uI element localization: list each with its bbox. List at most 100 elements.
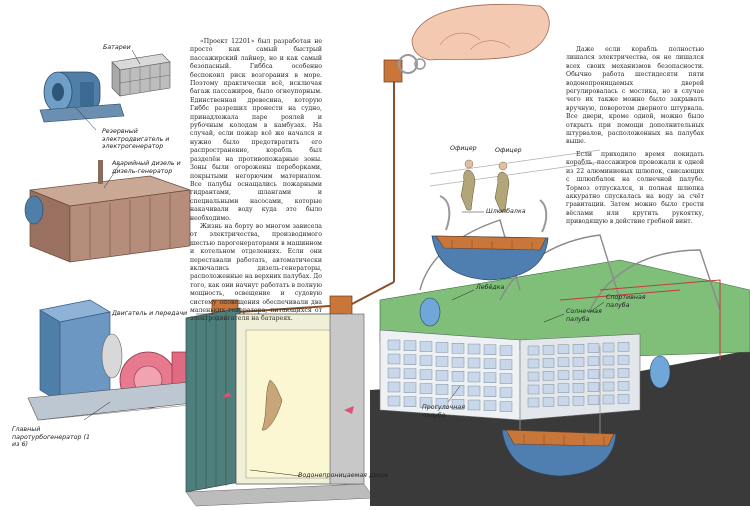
window-pane (557, 344, 570, 354)
window-pane (387, 381, 401, 393)
window-pane (602, 381, 615, 392)
window-pane (387, 353, 401, 365)
label-watertight-door: Водонепроницаемая дверь (298, 472, 389, 479)
red-rope-lines (559, 279, 721, 360)
window-pane (572, 396, 585, 406)
window-pane (435, 356, 449, 367)
window-pane (557, 370, 570, 380)
window-pane (499, 359, 513, 370)
label-leader-lines (75, 49, 605, 477)
col1-paragraph-1: «Проект 12201» был разработан не просто … (190, 38, 322, 222)
col2-paragraph-1: Даже если корабль полностью лишался элек… (566, 46, 704, 146)
window-pane (602, 342, 615, 353)
window-pane (467, 385, 481, 397)
window-pane (527, 345, 540, 356)
body-text-column-1: «Проект 12201» был разработан не просто … (190, 38, 322, 324)
window-pane (467, 357, 481, 369)
emergency-motor-illustration (39, 71, 125, 123)
window-pane (602, 355, 615, 366)
main-turbo-illustration (27, 299, 221, 421)
window-pane (617, 381, 630, 391)
ship-windows (387, 339, 630, 412)
window-pane (527, 384, 540, 395)
watertight-door-illustration (185, 307, 375, 507)
lifeboat-upper (431, 195, 549, 281)
window-pane (483, 400, 497, 411)
window-pane (419, 397, 433, 408)
window-pane (587, 395, 600, 405)
window-pane (467, 371, 481, 383)
window-pane (483, 386, 497, 397)
batteries-illustration (111, 53, 171, 97)
body-text-column-2: Даже если корабль полностью лишался элек… (566, 46, 704, 227)
window-pane (499, 387, 513, 398)
window-pane (451, 399, 465, 410)
label-officer-right: Офицер (495, 147, 522, 154)
winch-drums (419, 297, 671, 389)
label-promenade-deck: Прогулочная палуба (422, 404, 465, 419)
officers-figures (460, 159, 510, 213)
window-pane (587, 343, 600, 353)
window-pane (435, 384, 449, 395)
window-pane (542, 397, 555, 407)
window-pane (483, 372, 497, 383)
emergency-diesel-illustration (24, 160, 191, 263)
label-emergency-motor: Резервный электродвигатель и электрогене… (102, 128, 170, 150)
window-pane (557, 357, 570, 367)
window-pane (435, 398, 449, 409)
window-pane (587, 356, 600, 366)
window-pane (419, 355, 433, 366)
window-pane (403, 368, 417, 379)
window-pane (542, 345, 555, 355)
window-pane (387, 395, 401, 407)
window-pane (467, 399, 481, 411)
window-pane (542, 384, 555, 394)
window-pane (499, 345, 513, 356)
col1-paragraph-2: Жизнь на борту во многом зависела от эле… (190, 222, 322, 323)
window-pane (587, 369, 600, 379)
window-pane (403, 340, 417, 351)
window-pane (617, 368, 630, 378)
window-pane (483, 358, 497, 369)
label-engine-transmission: Двигатель и передачи (112, 310, 188, 317)
window-pane (419, 369, 433, 380)
col2-paragraph-2: Если приходило время покидать корабль, п… (566, 150, 704, 226)
window-pane (451, 371, 465, 382)
window-pane (527, 397, 540, 408)
window-pane (419, 341, 433, 352)
lifeboat-lower (501, 346, 617, 477)
window-pane (499, 373, 513, 384)
window-pane (451, 343, 465, 354)
window-pane (499, 401, 513, 412)
window-pane (572, 370, 585, 380)
window-pane (387, 339, 401, 351)
label-winch: Лебёдка (476, 284, 505, 291)
window-pane (419, 383, 433, 394)
window-pane (617, 355, 630, 365)
label-officer-left: Офицер (450, 145, 477, 152)
window-pane (602, 368, 615, 379)
label-davit: Шлюпбалка (486, 208, 526, 215)
window-pane (572, 357, 585, 367)
label-main-turbo: Главный паротурбогенератор (1 из 6) (12, 426, 90, 448)
window-pane (451, 385, 465, 396)
window-pane (403, 396, 417, 407)
window-pane (572, 383, 585, 393)
label-sun-deck: Солнечная палуба (566, 308, 602, 323)
window-pane (587, 382, 600, 392)
window-pane (542, 371, 555, 381)
window-pane (527, 358, 540, 369)
window-pane (557, 396, 570, 406)
label-batteries: Батареи (103, 44, 131, 51)
window-pane (483, 344, 497, 355)
window-pane (617, 342, 630, 352)
label-emergency-diesel: Аварийный дизель и дизель-генератор (112, 160, 181, 175)
window-pane (403, 354, 417, 365)
window-pane (617, 394, 630, 404)
label-sports-deck: Спортивная палуба (606, 294, 646, 309)
window-pane (527, 371, 540, 382)
window-pane (435, 370, 449, 381)
window-pane (435, 342, 449, 353)
